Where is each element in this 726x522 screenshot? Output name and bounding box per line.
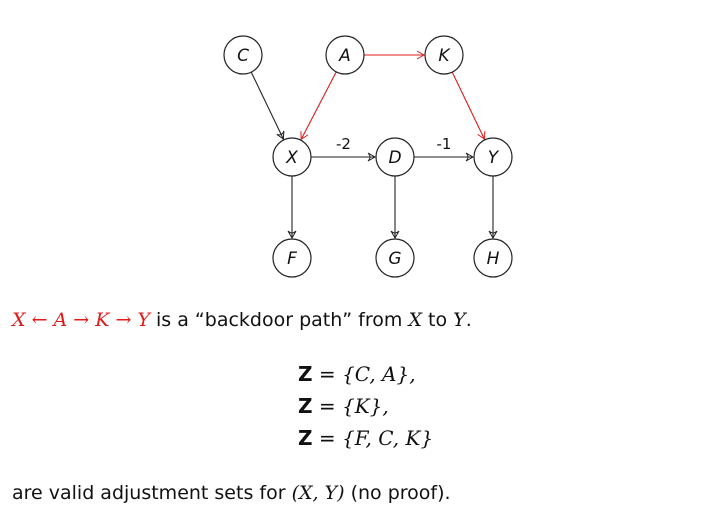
edge-weight-label: -1 [437, 135, 452, 153]
footer-pair: (X, Y) [291, 482, 345, 504]
causal-graph: -2 -1 C A K X D Y F G H [223, 35, 513, 278]
sentence-x: X [408, 309, 422, 331]
node-label: Y [488, 148, 500, 168]
node-circle [325, 35, 365, 75]
set-eq: = [318, 362, 336, 386]
node-label: G [388, 249, 401, 269]
set-value: {K}, [342, 394, 389, 418]
node-label: D [388, 148, 401, 168]
edge-A-X [300, 71, 337, 141]
node-A: A [325, 35, 365, 75]
sentence-y: Y [453, 309, 466, 331]
node-circle [424, 35, 464, 75]
backdoor-path: X ← A → K → Y [12, 309, 150, 331]
node-label: C [237, 46, 249, 66]
edge-C-X [250, 71, 285, 140]
set-value: {C, A}, [342, 362, 416, 386]
edge-D-Y: -1 [414, 135, 475, 162]
set-var: Z [298, 362, 313, 386]
node-circle [375, 238, 415, 278]
adjustment-set-1: Z = {C, A}, [298, 358, 433, 390]
adjustment-set-3: Z = {F, C, K} [298, 422, 433, 454]
sentence-text: is a “backdoor path” from [156, 309, 403, 331]
node-circle [272, 137, 312, 177]
backdoor-sentence: X ← A → K → Y is a “backdoor path” from … [12, 309, 472, 331]
node-label: F [287, 249, 297, 269]
node-label: A [338, 46, 351, 66]
node-label: K [438, 46, 451, 66]
sentence-period: . [465, 309, 472, 331]
node-H: H [473, 238, 513, 278]
set-eq: = [318, 394, 336, 418]
node-D: D [375, 137, 415, 177]
node-label: X [285, 148, 298, 168]
edge-line [451, 71, 486, 140]
node-circle [375, 137, 415, 177]
node-circle [272, 238, 312, 278]
node-C: C [223, 35, 263, 75]
node-G: G [375, 238, 415, 278]
edge-line [300, 71, 337, 141]
footer-before: are valid adjustment sets for [12, 482, 286, 504]
node-circle [223, 35, 263, 75]
sentence-to: to [428, 309, 448, 331]
edge-weight-label: -2 [336, 135, 351, 153]
adjustment-set-2: Z = {K}, [298, 390, 433, 422]
edge-X-D: -2 [311, 135, 377, 162]
adjustment-sets: Z = {C, A}, Z = {K}, Z = {F, C, K} [298, 358, 433, 454]
node-F: F [272, 238, 312, 278]
edge-K-Y [451, 71, 486, 140]
node-circle [473, 238, 513, 278]
node-circle [473, 137, 513, 177]
set-var: Z [298, 426, 313, 450]
set-var: Z [298, 394, 313, 418]
set-value: {F, C, K} [342, 426, 434, 450]
footer-sentence: are valid adjustment sets for (X, Y) (no… [12, 482, 451, 504]
footer-after: (no proof). [350, 482, 451, 504]
set-eq: = [318, 426, 336, 450]
edge-line [250, 71, 285, 140]
node-label: H [487, 249, 500, 269]
node-K: K [424, 35, 464, 75]
node-Y: Y [473, 137, 513, 177]
node-X: X [272, 137, 312, 177]
